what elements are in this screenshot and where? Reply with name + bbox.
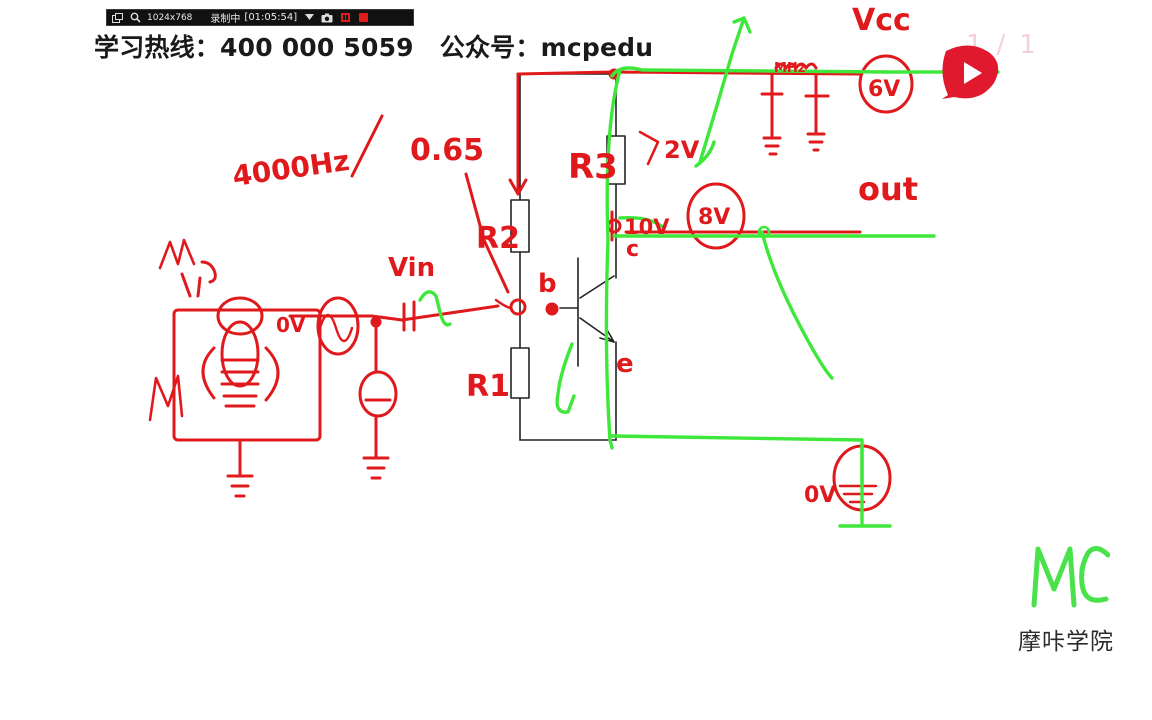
recorder-time: [01:05:54] bbox=[244, 12, 298, 23]
stop-icon[interactable] bbox=[357, 12, 369, 24]
label-vcc: Vcc bbox=[852, 3, 911, 38]
diagram-text: Vcc 6V 2V 10V 8V out 0V 0V 4000Hz 0.65 R… bbox=[230, 3, 918, 508]
label-mhz: MHz bbox=[774, 61, 805, 76]
label-r3: R3 bbox=[568, 147, 618, 187]
mc-logo-icon bbox=[1031, 546, 1110, 608]
label-frequency: 4000Hz bbox=[230, 144, 351, 193]
recorder-status: 录制中 bbox=[210, 14, 241, 25]
account-label: 公众号： bbox=[439, 33, 541, 62]
label-r1: R1 bbox=[466, 369, 510, 404]
page-separator: / bbox=[996, 30, 1006, 60]
label-0v-source: 0V bbox=[276, 313, 306, 337]
label-6v: 6V bbox=[868, 77, 900, 102]
recorder-toolbar: 1024x768 录制中 [01:05:54] bbox=[106, 9, 414, 26]
hotline-label: 学习热线： bbox=[94, 33, 221, 62]
label-base: b bbox=[538, 269, 557, 299]
zoom-icon[interactable] bbox=[129, 12, 141, 24]
label-2v: 2V bbox=[664, 136, 700, 164]
play-icon bbox=[942, 45, 999, 99]
pause-icon[interactable] bbox=[339, 12, 351, 24]
hotline-banner: 学习热线：400 000 5059 公众号：mcpedu bbox=[94, 28, 653, 62]
label-0v-ground: 0V bbox=[804, 483, 836, 508]
brand-name: 摩咔学院 bbox=[1018, 629, 1114, 655]
label-065: 0.65 bbox=[410, 133, 484, 168]
window-icon[interactable] bbox=[111, 12, 123, 24]
red-annotations bbox=[148, 54, 914, 512]
label-vin: Vin bbox=[388, 253, 435, 283]
label-out: out bbox=[858, 170, 918, 208]
play-button[interactable] bbox=[938, 45, 1004, 101]
page-total: 1 bbox=[1019, 30, 1036, 60]
camera-icon[interactable] bbox=[321, 12, 333, 24]
label-emitter: e bbox=[616, 349, 634, 379]
label-collector: c bbox=[626, 237, 639, 262]
recorder-resolution: 1024x768 bbox=[147, 12, 193, 23]
green-annotations bbox=[418, 16, 1000, 528]
label-r2: R2 bbox=[476, 221, 520, 256]
label-8v: 8V bbox=[698, 205, 730, 230]
dropdown-icon[interactable] bbox=[303, 12, 315, 24]
account-name: mcpedu bbox=[540, 33, 654, 62]
label-10v: 10V bbox=[624, 215, 670, 239]
hotline-number: 400 000 5059 bbox=[220, 33, 414, 62]
